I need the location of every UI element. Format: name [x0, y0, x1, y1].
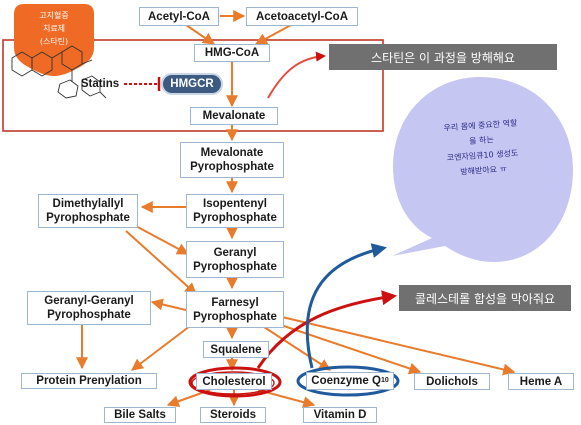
node-dimethylallyl-pp: Dimethylallyl Pyrophosphate: [38, 194, 138, 228]
cholesterol-red-circle-2: [191, 371, 275, 395]
node-bile-salts: Bile Salts: [104, 407, 176, 423]
statin-badge-line: 치료제: [42, 24, 66, 33]
pathway-arrows: [76, 10, 516, 409]
red-arrow-to-callout-2: [256, 290, 397, 369]
statins-label: Statins: [80, 78, 120, 90]
node-mevalonate: Mevalonate: [190, 107, 278, 125]
node-protein-prenylation: Protein Prenylation: [21, 373, 157, 389]
speech-bubble-text: 우리 몸에 중요한 역할 을 하는 코엔자임큐10 생성도 방해받아요 ㅠ: [410, 113, 554, 183]
node-heme-a: Heme A: [508, 373, 574, 390]
cholesterol-red-circle: [188, 366, 282, 398]
cholesterol-callout: 콜레스테롤 합성을 막아줘요: [399, 285, 571, 311]
coenzyme-blue-circle: [296, 365, 400, 397]
node-acetyl-coa: Acetyl-CoA: [139, 7, 219, 26]
node-isopentenyl-pp: Isopentenyl Pyrophosphate: [186, 194, 284, 228]
statin-badge: 고지혈증 치료제 (스타틴): [14, 9, 94, 48]
node-mevalonate-pp: Mevalonate Pyrophosphate: [180, 142, 284, 178]
coenzyme-q-label: Coenzyme Q: [311, 375, 381, 387]
node-hmg-coa: HMG-CoA: [194, 44, 270, 62]
node-farnesyl-pp: Farnesyl Pyrophosphate: [186, 291, 284, 328]
node-geranyl-pp: Geranyl Pyrophosphate: [186, 241, 284, 278]
statin-badge-line: (스타틴): [39, 37, 69, 46]
node-steroids: Steroids: [200, 407, 266, 423]
node-hmgcr: HMGCR: [161, 73, 223, 95]
blue-arrow-to-bubble: [305, 243, 387, 369]
statin-badge-shape: [14, 4, 94, 76]
red-arrow-to-callout: [267, 51, 326, 99]
node-dolichols: Dolichols: [414, 373, 490, 390]
statin-callout: 스타틴은 이 과정을 방해해요: [329, 44, 557, 70]
node-squalene: Squalene: [203, 341, 269, 358]
coenzyme-q-subscript: 10: [380, 377, 389, 384]
statin-molecule-drawing: [11, 45, 107, 99]
node-geranylgeranyl-pp: Geranyl-Geranyl Pyrophosphate: [27, 291, 151, 325]
statin-badge-line: 고지혈증: [39, 11, 69, 20]
speech-bubble-shape: [392, 77, 573, 262]
node-cholesterol: Cholesterol: [196, 373, 272, 390]
statin-target-highlight: [2, 39, 384, 132]
node-acetoacetyl-coa: Acetoacetyl-CoA: [246, 7, 358, 26]
node-vitamin-d: Vitamin D: [303, 407, 377, 423]
